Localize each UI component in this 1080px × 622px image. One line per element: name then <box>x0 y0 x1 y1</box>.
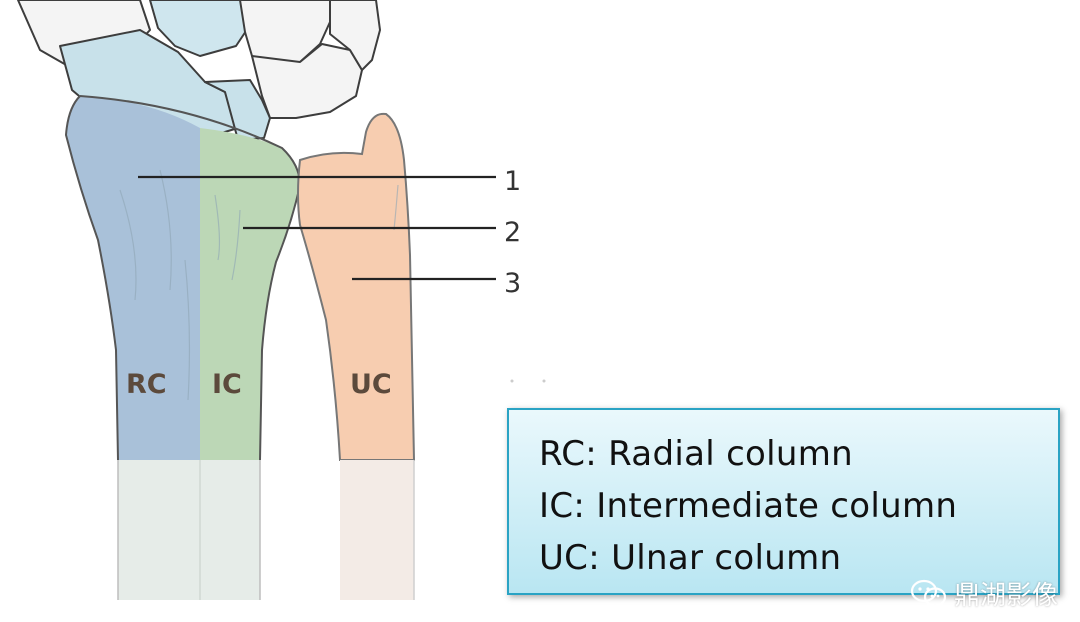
stray-dot <box>542 379 546 383</box>
pointer-number-2: 2 <box>504 217 521 248</box>
radial-column <box>66 96 200 460</box>
bone-texture <box>119 169 399 401</box>
legend-intermediate-column: IC: Intermediate column <box>539 486 958 526</box>
legend-box: RC: Radial column IC: Intermediate colum… <box>507 408 1060 595</box>
intermediate-column-label: IC <box>212 369 242 400</box>
ulnar-column <box>297 112 416 461</box>
pointer-number-3: 3 <box>504 268 521 299</box>
radial-column-label: RC <box>126 369 167 400</box>
legend-ulnar-column: UC: Ulnar column <box>539 538 842 578</box>
legend-radial-column: RC: Radial column <box>539 434 854 474</box>
ulna-shaft <box>340 460 414 600</box>
carpal-bone-lunate <box>204 79 271 141</box>
ulnar-column-label: UC <box>350 369 392 400</box>
wechat-icon <box>910 579 947 607</box>
pointer-lines <box>138 175 496 281</box>
pointer-number-1: 1 <box>504 166 521 197</box>
watermark: 鼎湖影像 <box>910 575 1058 612</box>
stray-dot <box>510 379 514 383</box>
watermark-text: 鼎湖影像 <box>953 581 1058 611</box>
carpal-bone-triquetrum <box>251 43 363 119</box>
carpal-bone-pisiform <box>329 0 381 71</box>
radius-shaft <box>118 460 260 600</box>
intermediate-column <box>200 128 300 460</box>
